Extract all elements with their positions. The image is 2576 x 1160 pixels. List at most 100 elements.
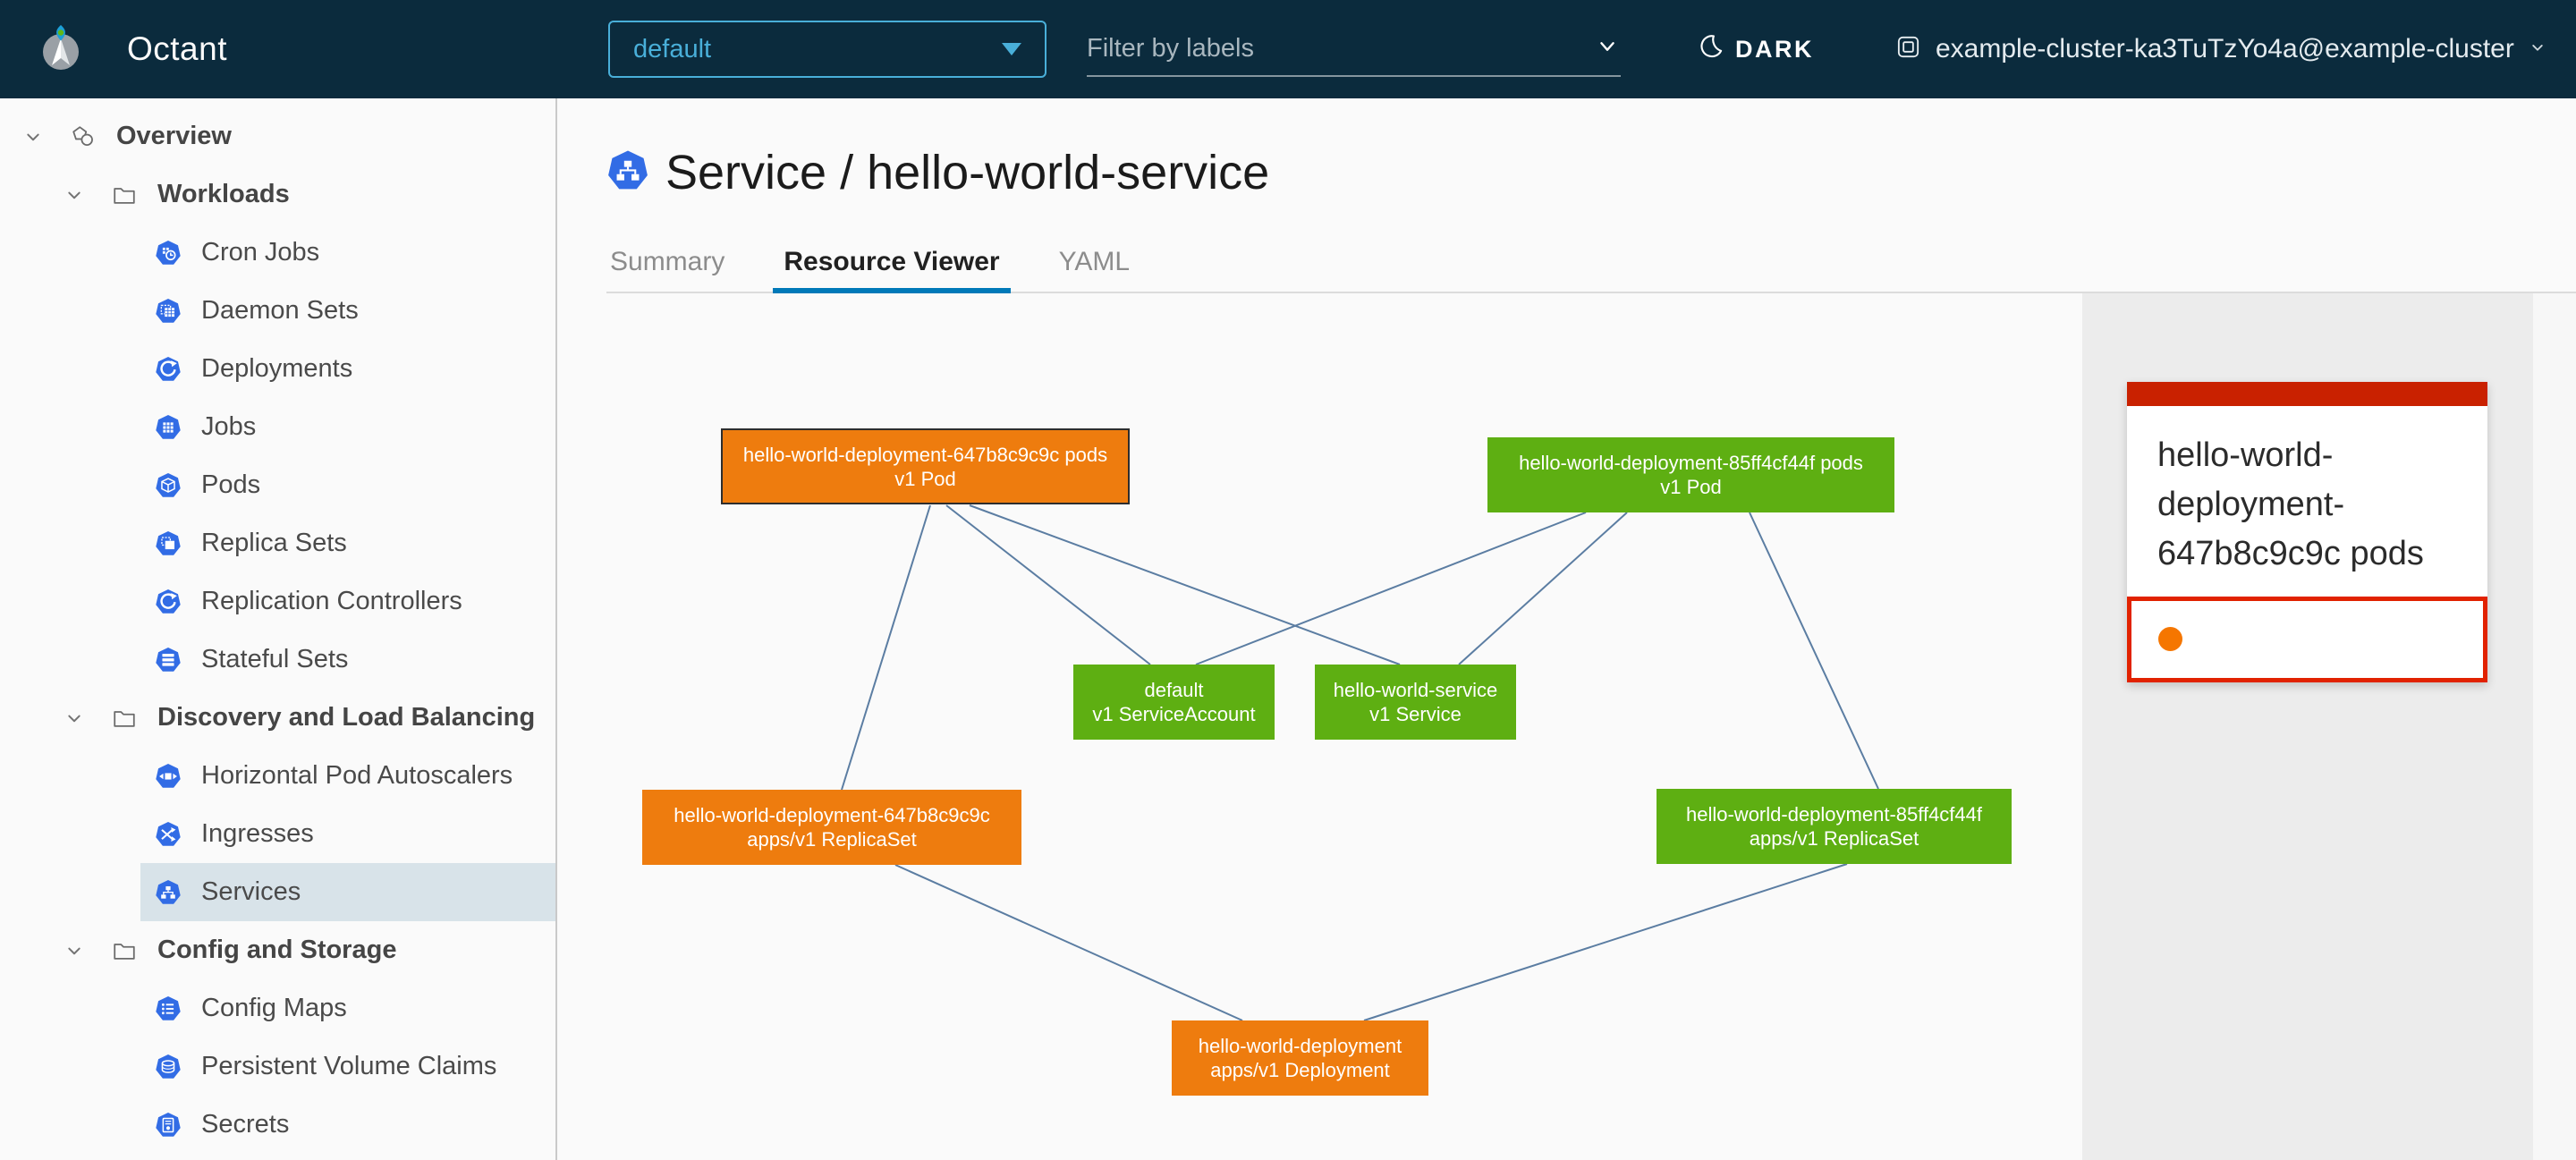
node-title: default — [1144, 679, 1204, 701]
graph-edge — [1363, 863, 1848, 1021]
sidebar-item-persistent-volume-claims[interactable]: Persistent Volume Claims — [140, 1037, 555, 1096]
card-title: hello-world-deployment-647b8c9c9c pods — [2157, 436, 2424, 572]
hpa-icon — [155, 763, 182, 790]
pods-icon — [155, 472, 182, 499]
services-icon — [155, 879, 182, 906]
sidebar-item-replica-sets[interactable]: Replica Sets — [140, 514, 555, 572]
cronjobs-icon — [155, 240, 182, 267]
tab-yaml[interactable]: YAML — [1058, 247, 1131, 276]
sidebar-item-deployments[interactable]: Deployments — [140, 340, 555, 398]
sidebar-item-label: Workloads — [157, 180, 290, 208]
sidebar-item-config-and-storage[interactable]: Config and Storage — [0, 921, 555, 979]
jobs-icon — [155, 414, 182, 441]
chevron-down-icon[interactable] — [1594, 33, 1621, 64]
secrets-icon — [155, 1112, 182, 1139]
node-kind: apps/v1 Deployment — [1210, 1059, 1390, 1081]
tab-summary[interactable]: Summary — [610, 247, 725, 276]
namespace-dropdown[interactable]: default — [608, 21, 1046, 78]
chevron-down-icon[interactable] — [63, 939, 86, 962]
dark-theme-label: DARK — [1735, 35, 1814, 63]
chevron-down-icon[interactable] — [63, 183, 86, 207]
sidebar-item-label: Horizontal Pod Autoscalers — [201, 761, 513, 790]
sidebar-item-daemon-sets[interactable]: Daemon Sets — [140, 282, 555, 340]
app-title: Octant — [127, 30, 227, 67]
sidebar-item-cron-jobs[interactable]: Cron Jobs — [140, 224, 555, 282]
replicationcontrollers-icon — [155, 588, 182, 615]
tab-resource-viewer[interactable]: Resource Viewer — [773, 247, 1011, 293]
node-kind: v1 ServiceAccount — [1092, 703, 1256, 725]
detail-panel: hello-world-deployment-647b8c9c9c pods — [2082, 293, 2533, 1160]
sidebar-item-label: Pods — [201, 470, 261, 499]
node-title: hello-world-deployment-647b8c9c9c pods — [742, 443, 1108, 466]
replicasets-icon — [155, 530, 182, 557]
graph-edge — [894, 864, 1243, 1021]
octant-logo-icon — [39, 24, 82, 77]
app-header: Octant default Filter by labels DARK exa… — [0, 0, 2576, 98]
ingresses-icon — [155, 821, 182, 848]
sidebar-item-secrets[interactable]: Secrets — [140, 1096, 555, 1154]
sidebar-item-horizontal-pod-autoscalers[interactable]: Horizontal Pod Autoscalers — [140, 747, 555, 805]
graph-edge — [969, 504, 1401, 665]
cluster-selector[interactable]: example-cluster-ka3TuTzYo4a@example-clus… — [1894, 0, 2547, 98]
sidebar-item-label: Config and Storage — [157, 936, 397, 964]
sidebar-item-overview[interactable]: Overview — [0, 107, 555, 165]
objects-icon — [70, 123, 97, 150]
node-title: hello-world-service — [1333, 679, 1498, 701]
sidebar-item-replication-controllers[interactable]: Replication Controllers — [140, 572, 555, 631]
namespace-dropdown-value: default — [633, 34, 712, 64]
configmaps-icon — [155, 995, 182, 1022]
sidebar-item-stateful-sets[interactable]: Stateful Sets — [140, 631, 555, 689]
chevron-down-icon[interactable] — [21, 125, 45, 148]
card-status-box — [2127, 597, 2487, 682]
sidebar-item-ingresses[interactable]: Ingresses — [140, 805, 555, 863]
card-status-bar — [2127, 382, 2487, 406]
resource-graph: hello-world-deployment-647b8c9c9c pods v1… — [557, 293, 2082, 1160]
sidebar-item-label: Deployments — [201, 354, 353, 383]
graph-edge — [841, 504, 931, 791]
sidebar-item-services[interactable]: Services — [140, 863, 555, 921]
sidebar-item-config-maps[interactable]: Config Maps — [140, 979, 555, 1037]
chevron-down-icon — [2528, 38, 2547, 62]
sidebar-item-label: Cron Jobs — [201, 238, 320, 267]
sidebar-item-jobs[interactable]: Jobs — [140, 398, 555, 456]
node-title: hello-world-deployment-85ff4cf44f — [1686, 803, 1982, 826]
label-filter-placeholder: Filter by labels — [1087, 33, 1254, 63]
graph-edge — [945, 504, 1151, 665]
scroll-gutter — [2533, 293, 2576, 1160]
node-title: hello-world-deployment-647b8c9c9c — [674, 804, 990, 826]
selected-node-card: hello-world-deployment-647b8c9c9c pods — [2127, 382, 2487, 682]
graph-edges — [841, 504, 1879, 1021]
chevron-down-icon[interactable] — [63, 707, 86, 730]
content-header: Service / hello-world-service Summary Re… — [557, 98, 2576, 293]
sidebar-item-label: Daemon Sets — [201, 296, 359, 325]
page-title: Service / hello-world-service — [665, 146, 1270, 199]
graph-edge — [1458, 512, 1628, 665]
graph-edge — [1195, 512, 1587, 665]
daemonsets-icon — [155, 298, 182, 325]
node-kind: apps/v1 ReplicaSet — [747, 828, 917, 851]
statefulsets-icon — [155, 647, 182, 673]
sidebar-item-label: Jobs — [201, 412, 257, 441]
node-title: hello-world-deployment — [1198, 1035, 1402, 1057]
sidebar-item-discovery-and-load-balancing[interactable]: Discovery and Load Balancing — [0, 689, 555, 747]
status-dot-icon — [2158, 627, 2182, 651]
page-title-row: Service / hello-world-service — [606, 145, 2576, 200]
node-title: hello-world-deployment-85ff4cf44f pods — [1519, 452, 1863, 474]
sidebar-item-pods[interactable]: Pods — [140, 456, 555, 514]
sidebar-item-workloads[interactable]: Workloads — [0, 165, 555, 224]
sidebar-item-label: Ingresses — [201, 819, 314, 848]
service-icon — [606, 149, 649, 197]
dropdown-caret-icon — [1002, 43, 1021, 55]
label-filter-input[interactable]: Filter by labels — [1087, 21, 1621, 77]
resource-viewer: hello-world-deployment-647b8c9c9c pods v1… — [557, 293, 2576, 1160]
node-kind: v1 Pod — [1660, 476, 1722, 498]
dark-theme-toggle[interactable]: DARK — [1696, 0, 1814, 98]
